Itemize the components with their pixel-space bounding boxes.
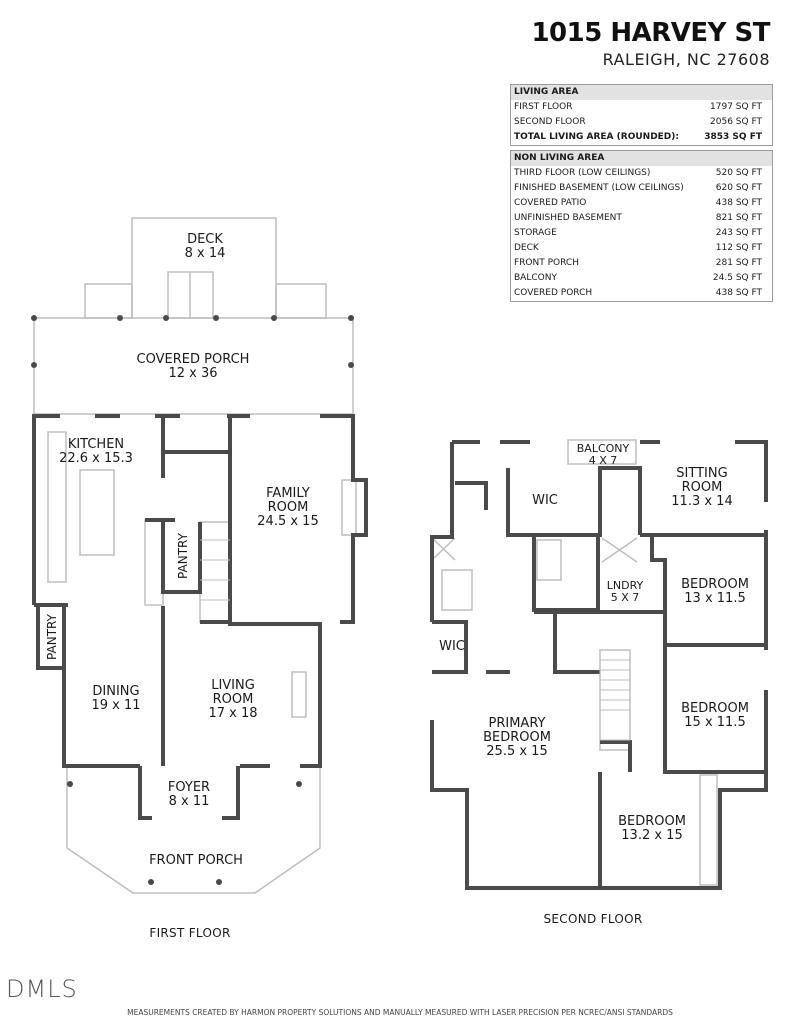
first-floor-walls: [32, 414, 368, 820]
room-wic-top: WIC: [532, 493, 558, 508]
room-living-room: LIVING ROOM 17 x 18: [208, 678, 258, 721]
room-family-room: FAMILY ROOM 24.5 x 15: [257, 486, 319, 529]
room-covered-porch: COVERED PORCH 12 x 36: [136, 352, 250, 381]
non-living-area-table: NON LIVING AREA THIRD FLOOR (LOW CEILING…: [510, 150, 773, 302]
first-floor-light-lines: [33, 217, 357, 894]
first-floor-label: FIRST FLOOR: [149, 926, 231, 940]
room-sitting-room: SITTING ROOM 11.3 x 14: [671, 466, 733, 509]
room-bedroom-1: BEDROOM 13 x 11.5: [681, 577, 749, 606]
property-address: 1015 HARVEY ST: [531, 18, 770, 48]
property-city: RALEIGH, NC 27608: [602, 50, 770, 69]
stairs-lines: [200, 539, 631, 741]
second-floor-label: SECOND FLOOR: [543, 912, 643, 926]
room-dining: DINING 19 x 11: [91, 684, 141, 713]
room-balcony: BALCONY 4 X 7: [576, 442, 630, 467]
non-living-area-heading: NON LIVING AREA: [511, 151, 772, 166]
room-wic-left: WIC: [439, 639, 465, 654]
room-bedroom-2: BEDROOM 15 x 11.5: [681, 701, 749, 730]
room-pantry-center: PANTRY: [175, 533, 190, 579]
dmls-logo: DMLS: [6, 975, 78, 1003]
table-row: THIRD FLOOR (LOW CEILINGS)520 SQ FT: [514, 168, 762, 178]
measurement-disclaimer: MEASUREMENTS CREATED BY HARMON PROPERTY …: [127, 1008, 673, 1017]
living-area-heading: LIVING AREA: [511, 85, 772, 100]
room-deck: DECK 8 x 14: [184, 232, 226, 261]
room-kitchen: KITCHEN 22.6 x 15.3: [59, 437, 133, 466]
first-floor-columns: [31, 315, 354, 885]
room-laundry: LNDRY 5 X 7: [606, 579, 644, 604]
table-row: FINISHED BASEMENT (LOW CEILINGS)620 SQ F…: [514, 183, 762, 193]
second-floor-walls: [430, 440, 768, 890]
room-primary-bedroom: PRIMARY BEDROOM 25.5 x 15: [483, 716, 551, 759]
room-front-porch: FRONT PORCH: [149, 853, 243, 868]
room-bedroom-3: BEDROOM 13.2 x 15: [618, 814, 686, 843]
room-pantry-left: PANTRY: [44, 614, 59, 660]
room-foyer: FOYER 8 x 11: [167, 780, 211, 809]
table-row-total: TOTAL LIVING AREA (ROUNDED):3853 SQ FT: [514, 132, 762, 142]
